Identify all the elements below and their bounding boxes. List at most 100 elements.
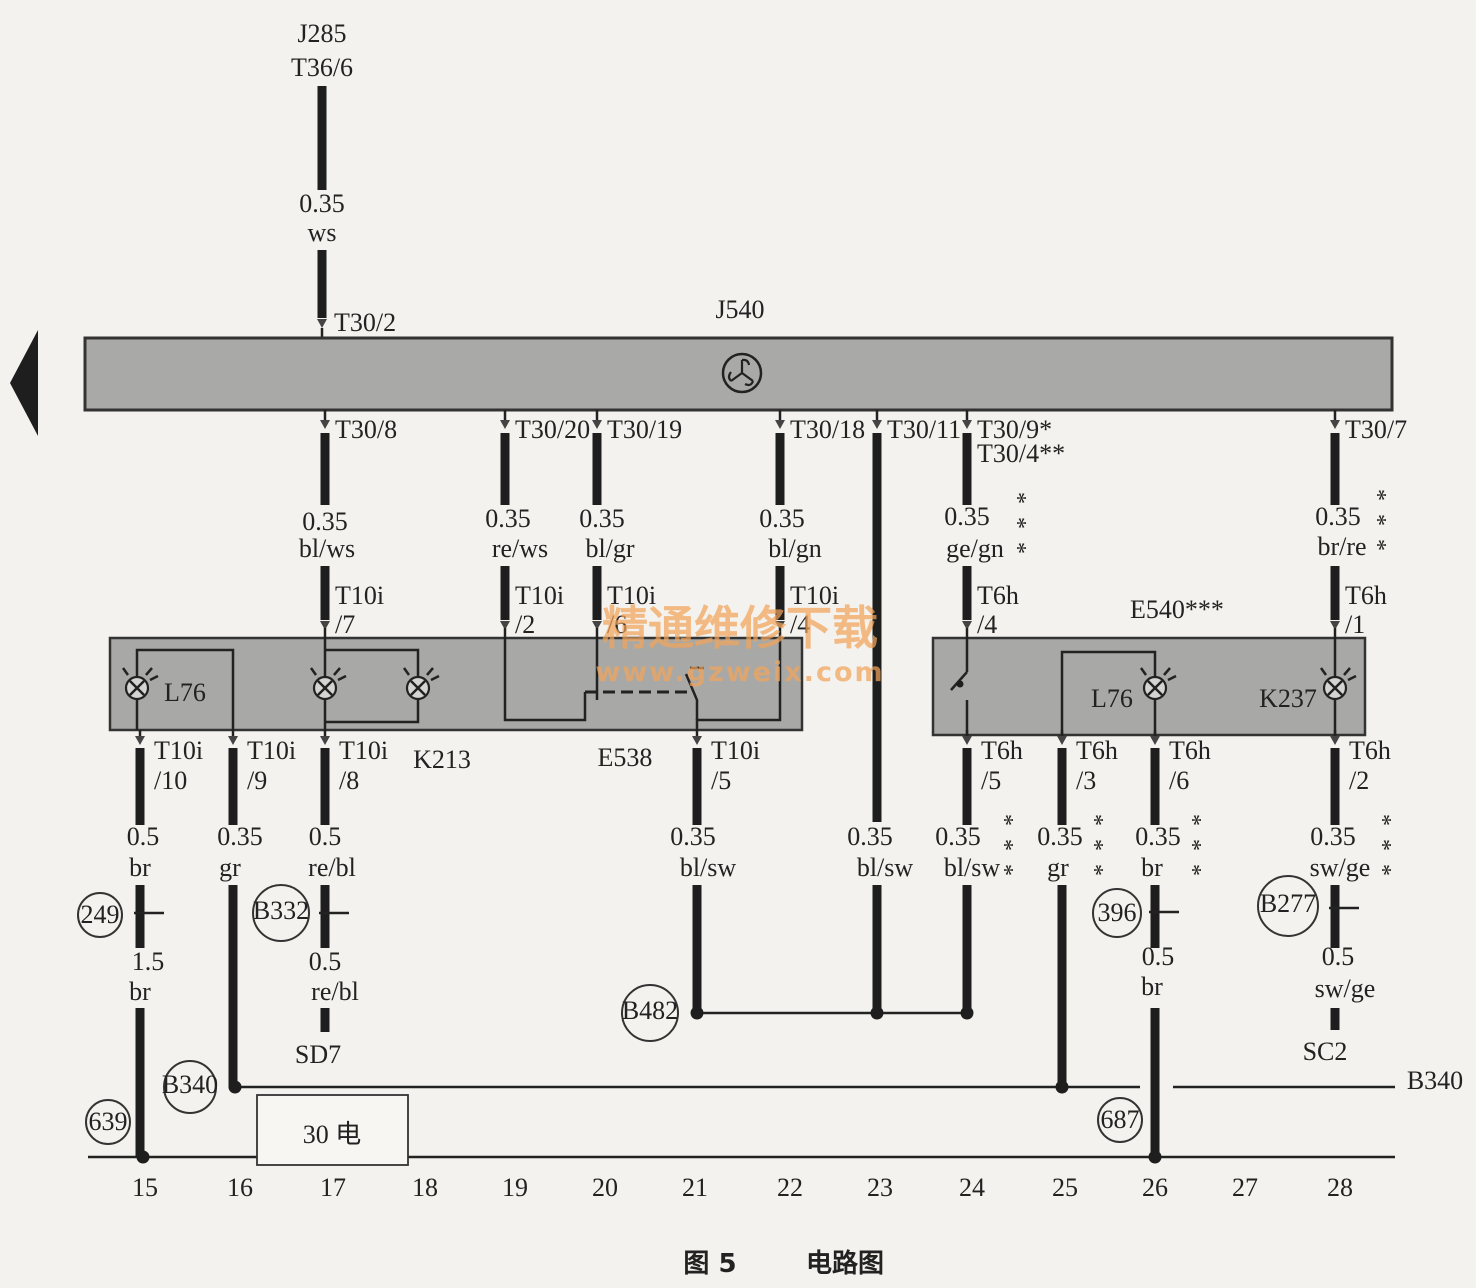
wire-color-label: bl/gn (768, 534, 821, 563)
wire-color-label: bl/sw (680, 853, 737, 882)
wire-color-label: ge/gn (946, 534, 1004, 563)
switch-circuit-line (695, 640, 782, 730)
connector-pin-label: /9 (247, 766, 267, 795)
connector-pin-label: /10 (154, 766, 187, 795)
lamp-label: L76 (1091, 684, 1133, 713)
connector-pin-marker (135, 736, 145, 745)
wire-gauge-label: 0.35 (302, 507, 348, 536)
lamp-icon (1139, 667, 1177, 701)
wire-gauge-label: 0.35 (299, 189, 345, 218)
column-number: 16 (227, 1173, 253, 1202)
connector-label: T10i (711, 736, 760, 765)
wire-color-label: re/ws (492, 534, 548, 563)
connector-pin-marker (962, 621, 972, 630)
figure-title: 电路图 (806, 1248, 884, 1279)
connector-pin-label: /5 (981, 766, 1001, 795)
source-pin-label: T36/6 (291, 53, 353, 82)
footnote-marker: *** (1081, 814, 1107, 889)
connector-pin-marker (592, 621, 602, 630)
junction-point-label: B340 (162, 1070, 218, 1099)
connector-pin-marker (320, 736, 330, 745)
footnote-marker: *** (1004, 492, 1030, 567)
lamp-circuit-line (1060, 650, 1157, 735)
wire-color-label: gr (219, 853, 241, 882)
connector-label: T6h (977, 581, 1019, 610)
watermark-url: www.gzweix.com (595, 657, 884, 688)
connector-label: T10i (247, 736, 296, 765)
connector-pin-marker (692, 736, 702, 745)
wire-gauge-label: 0.35 (1310, 822, 1356, 851)
connector-pin-marker (320, 420, 330, 429)
connector-label: T6h (1345, 581, 1387, 610)
lamp-rays (309, 667, 347, 682)
column-number: 21 (682, 1173, 708, 1202)
column-number: 23 (867, 1173, 893, 1202)
left-component-module (108, 636, 804, 732)
wire-gauge-label: 1.5 (132, 947, 165, 976)
wire-color-label: bl/sw (944, 853, 1001, 882)
connector-label: T10i (607, 581, 656, 610)
wire-gauge-label: 0.35 (217, 822, 263, 851)
connector-label: T6h (1349, 736, 1391, 765)
j540-pin-label: T30/11 (887, 415, 961, 444)
column-number: 20 (592, 1173, 618, 1202)
wire-gauge-label: 0.35 (670, 822, 716, 851)
switch-pivot (956, 680, 964, 688)
ground-point-circle (85, 1099, 131, 1145)
splice-point-label: 249 (81, 900, 120, 929)
lamp-filament (129, 680, 145, 696)
splice-point-circle (77, 892, 123, 938)
ground-point-label: 687 (1101, 1105, 1140, 1134)
j540-input-pin-label: T30/2 (334, 308, 396, 337)
lamp-icon (121, 667, 159, 701)
column-number: 15 (132, 1173, 158, 1202)
wire-color-label: br/re (1317, 532, 1366, 561)
connector-pin-marker (500, 621, 510, 630)
lamp-rays (1139, 667, 1177, 682)
terminal-30-box (256, 1094, 409, 1166)
control-unit-label: J540 (715, 295, 764, 324)
wire-gauge-label: 0.35 (485, 504, 531, 533)
j540-pin-label: T30/9* (977, 415, 1052, 444)
junction-point-label: B482 (622, 996, 678, 1025)
column-number: 22 (777, 1173, 803, 1202)
splice-point-circle (1092, 888, 1142, 938)
column-number: 27 (1232, 1173, 1258, 1202)
junction-dot (690, 1006, 704, 1020)
j540-pin-label: T30/20 (515, 415, 590, 444)
column-number: 26 (1142, 1173, 1168, 1202)
connector-label: T10i (790, 581, 839, 610)
splice-point-circle (252, 884, 310, 942)
lamp-filament (1327, 680, 1343, 696)
source-component-label: J285 (297, 19, 346, 48)
connector-pin-label: /6 (1169, 766, 1189, 795)
switch-circuit-line (503, 640, 587, 722)
wire-color-label: sw/ge (1310, 853, 1371, 882)
wire-gauge-label: 0.35 (1037, 822, 1083, 851)
destination-label: SD7 (295, 1040, 341, 1069)
lamp-icon (402, 667, 440, 701)
connector-pin-marker (1330, 736, 1340, 745)
ground-point-label: 639 (89, 1107, 128, 1136)
lamp-circuit-line (325, 648, 420, 676)
connector-pin-label: /2 (1349, 766, 1369, 795)
connector-pin-marker (1330, 621, 1340, 630)
junction-dot (228, 1080, 242, 1094)
splice-point-label: B332 (253, 896, 309, 925)
wire-gauge-label: 0.5 (309, 822, 342, 851)
connector-label: T6h (981, 736, 1023, 765)
control-unit-j540 (83, 336, 1394, 412)
wire-gauge-label: 0.35 (759, 504, 805, 533)
wire-gauge-label: 0.35 (935, 822, 981, 851)
wire-color-label: br (1141, 972, 1163, 1001)
footnote-marker: *** (1364, 489, 1390, 564)
connector-pin-marker (962, 420, 972, 429)
column-number: 18 (412, 1173, 438, 1202)
wire-color-label: br (129, 853, 151, 882)
connector-label: T6h (1076, 736, 1118, 765)
connector-pin-label: /7 (335, 610, 355, 639)
wire-gauge-label: 0.35 (847, 822, 893, 851)
junction-dot (960, 1006, 974, 1020)
figure-number: 图 5 (683, 1249, 736, 1279)
